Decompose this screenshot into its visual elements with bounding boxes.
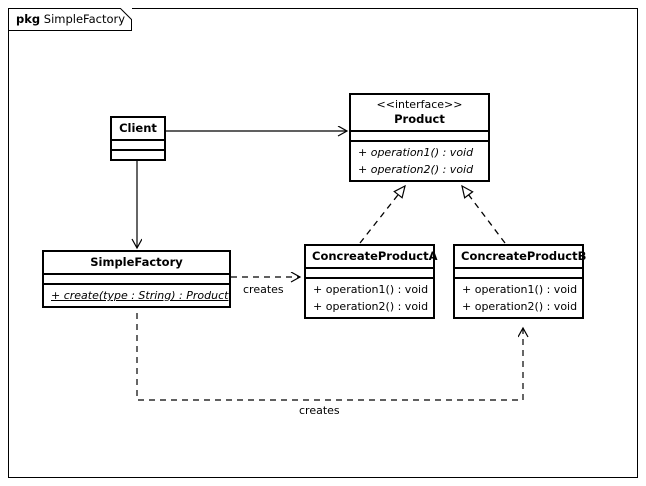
- class-header-simplefactory: SimpleFactory: [44, 252, 229, 273]
- operations-compartment-concreateproducta: + operation1() : void + operation2() : v…: [306, 277, 433, 317]
- operations-compartment-client: [112, 149, 164, 159]
- stereotype-interface: <<interface>>: [376, 98, 463, 111]
- class-box-concreateproducta[interactable]: ConcreateProductA + operation1() : void …: [304, 244, 438, 319]
- operation-item: + operation1() : void: [313, 283, 429, 296]
- attributes-compartment-concreateproductb: [455, 267, 582, 277]
- operations-compartment-product: + operation1() : void + operation2() : v…: [351, 140, 488, 180]
- attributes-compartment-concreateproducta: [306, 267, 433, 277]
- edge-label-creates-a: creates: [243, 283, 284, 296]
- class-header-concreateproductb: ConcreateProductB: [455, 246, 587, 267]
- operation-item: + create(type : String) : Product: [51, 289, 229, 302]
- operation-item: + operation1() : void: [462, 283, 578, 296]
- class-header-product: <<interface>> Product: [351, 95, 488, 130]
- operation-item: + operation2() : void: [358, 163, 474, 176]
- class-name-client: Client: [119, 121, 157, 135]
- class-box-simplefactory[interactable]: SimpleFactory + create(type : String) : …: [42, 250, 231, 308]
- operation-item: + operation1() : void: [358, 146, 474, 159]
- attributes-compartment-simplefactory: [44, 273, 229, 283]
- package-keyword: pkg: [16, 12, 41, 26]
- class-header-client: Client: [112, 118, 164, 139]
- operation-item: + operation2() : void: [313, 300, 429, 313]
- class-box-client[interactable]: Client: [110, 116, 166, 161]
- package-tab-shape: [8, 8, 132, 31]
- class-name-concreateproducta: ConcreateProductA: [312, 249, 438, 263]
- class-box-concreateproductb[interactable]: ConcreateProductB + operation1() : void …: [453, 244, 587, 319]
- edge-label-creates-b: creates: [299, 404, 340, 417]
- operations-compartment-simplefactory: + create(type : String) : Product: [44, 283, 229, 306]
- class-name-product: Product: [394, 112, 445, 126]
- operations-compartment-concreateproductb: + operation1() : void + operation2() : v…: [455, 277, 582, 317]
- class-box-product[interactable]: <<interface>> Product + operation1() : v…: [349, 93, 490, 182]
- package-name: SimpleFactory: [43, 12, 126, 26]
- package-label: pkg SimpleFactory: [16, 12, 125, 27]
- class-header-concreateproducta: ConcreateProductA: [306, 246, 438, 267]
- class-name-concreateproductb: ConcreateProductB: [461, 249, 587, 263]
- package-tab: pkg SimpleFactory: [8, 8, 132, 31]
- class-name-simplefactory: SimpleFactory: [90, 255, 183, 269]
- attributes-compartment-product: [351, 130, 488, 140]
- operation-item: + operation2() : void: [462, 300, 578, 313]
- attributes-compartment-client: [112, 139, 164, 149]
